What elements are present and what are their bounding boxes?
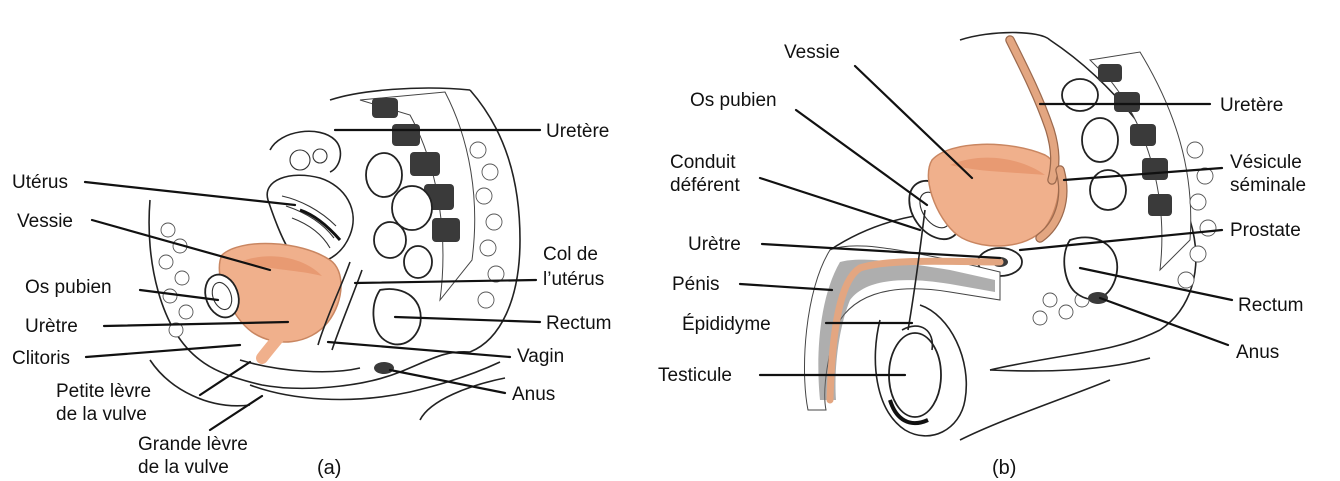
label-vagina-a: Vagin [517,346,564,367]
label-vas-deferens-line2-b: déférent [670,175,740,196]
label-urethra-b: Urètre [688,234,741,255]
label-ureter-a: Uretère [546,121,609,142]
leader-cervix-a [355,280,536,283]
panel-a-caption: (a) [317,457,341,479]
label-anus-a: Anus [512,384,555,405]
panel-a-illustration [149,88,520,420]
label-ureter-b: Uretère [1220,95,1283,116]
leader-vas-deferens-b [760,178,920,230]
label-urethra-a: Urètre [25,316,78,337]
label-cervix-line2-a: l’utérus [543,269,604,290]
label-bladder-a: Vessie [17,211,73,232]
label-penis-b: Pénis [672,274,720,295]
leader-labia-minora-a [200,362,250,395]
label-anus-b: Anus [1236,342,1279,363]
label-labia-minora-line1-a: Petite lèvre [56,381,151,402]
label-rectum-b: Rectum [1238,295,1303,316]
label-epididymis-b: Épididyme [682,314,771,335]
label-uterus-a: Utérus [12,172,68,193]
label-pubic-bone-a: Os pubien [25,277,112,298]
label-labia-majora-line1-a: Grande lèvre [138,434,248,455]
label-clitoris-a: Clitoris [12,348,70,369]
label-seminal-vesicle-line2-b: séminale [1230,175,1306,196]
leader-bladder-b [855,66,972,178]
leader-uterus-a [85,182,295,205]
leader-labia-majora-a [210,396,262,430]
leader-pubic-bone-b [796,110,927,205]
label-prostate-b: Prostate [1230,220,1301,241]
label-rectum-a: Rectum [546,313,611,334]
label-seminal-vesicle-line1-b: Vésicule [1230,152,1302,173]
panel-b-caption: (b) [992,457,1016,479]
label-labia-majora-line2-a: de la vulve [138,457,229,478]
label-pubic-bone-b: Os pubien [690,90,777,111]
leader-anus-b [1100,298,1228,345]
label-cervix-line1-a: Col de [543,244,598,265]
label-vas-deferens-line1-b: Conduit [670,152,736,173]
label-testicle-b: Testicule [658,365,732,386]
leader-clitoris-a [86,345,240,357]
label-labia-minora-line2-a: de la vulve [56,404,147,425]
label-bladder-b: Vessie [784,42,840,63]
